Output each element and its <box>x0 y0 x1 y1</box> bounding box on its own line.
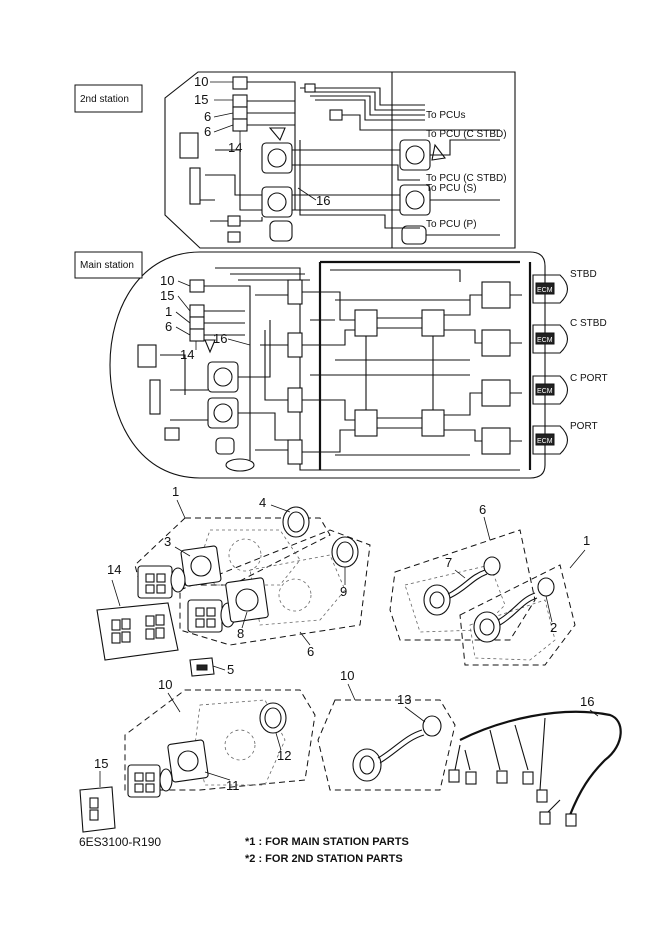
main-station-outline <box>109 251 546 479</box>
callout-group-6-main: 6 <box>307 644 314 659</box>
callout-part-13: 13 <box>397 692 411 707</box>
part-2-control-head <box>473 577 555 643</box>
callout-part-2: 2 <box>550 620 557 635</box>
part-5-button <box>189 657 215 677</box>
group-box-main-6 <box>179 529 371 646</box>
part-4-ring <box>282 506 310 538</box>
main-station-title-box <box>74 251 143 279</box>
callout-part-12: 12 <box>277 748 291 763</box>
ecm-c-port <box>532 375 569 405</box>
callout-main-6: 6 <box>165 319 172 334</box>
callout-part-8: 8 <box>237 626 244 641</box>
group-box-right-1 <box>459 564 576 666</box>
main-station-wiring: Main station <box>74 251 608 479</box>
part-14-panel <box>96 602 179 661</box>
callout-group-6-right: 6 <box>479 502 486 517</box>
callout-part-14: 14 <box>107 562 121 577</box>
ecm-label-c-port: ECM <box>537 388 553 395</box>
callout-part-3: 3 <box>164 534 171 549</box>
callout-group-10-left: 10 <box>158 677 172 692</box>
second-station-title: 2nd station <box>80 94 129 105</box>
callout-2nd-6b: 6 <box>204 124 211 139</box>
callout-main-1: 1 <box>165 304 172 319</box>
second-station-title-box <box>74 84 143 113</box>
callout-main-15: 15 <box>160 288 174 303</box>
ecm-label-c-stbd: ECM <box>537 337 553 344</box>
main-station-title: Main station <box>80 260 134 271</box>
ecm-c-stbd <box>532 324 569 354</box>
part-13-control-head <box>352 715 442 782</box>
callout-main-10: 10 <box>160 273 174 288</box>
drawing-code: 6ES3100-R190 <box>79 835 161 849</box>
callout-part-9: 9 <box>340 584 347 599</box>
callout-main-16: 16 <box>213 331 227 346</box>
part-8-bezel <box>225 577 269 623</box>
group-box-10-middle <box>317 699 456 791</box>
exploded-parts: 1 6 1 6 10 10 2 3 4 5 7 8 9 11 12 13 14 … <box>79 484 622 833</box>
part-switch-unit-a <box>137 565 186 599</box>
dest-pcu-c-stbd-1: To PCU (C STBD) <box>426 129 507 140</box>
callout-2nd-14: 14 <box>228 140 242 155</box>
part-11-bezel <box>167 739 209 783</box>
dest-pcus: To PCUs <box>426 110 465 121</box>
callout-group-1-right: 1 <box>583 533 590 548</box>
part-12-ring <box>259 702 287 734</box>
engine-c-stbd: C STBD <box>570 318 607 329</box>
second-station-outline <box>164 71 516 249</box>
ecm-stbd <box>532 274 569 304</box>
callout-group-10-middle: 10 <box>340 668 354 683</box>
callout-2nd-10: 10 <box>194 74 208 89</box>
callout-main-14: 14 <box>180 347 194 362</box>
group-box-right-6 <box>389 529 536 641</box>
dest-pcu-c-stbd-2: To PCU (C STBD) <box>426 173 507 184</box>
callout-part-11: 11 <box>226 778 240 793</box>
part-7-control-head <box>423 556 501 616</box>
note-main-station: *1 : FOR MAIN STATION PARTS <box>245 836 409 848</box>
part-16-harness <box>448 710 622 827</box>
second-station-wiring: 2nd station 10 15 <box>74 71 516 249</box>
dest-pcu-s: To PCU (S) <box>426 183 477 194</box>
part-9-ring <box>331 536 359 568</box>
callout-part-7: 7 <box>445 555 452 570</box>
part-switch-unit-c <box>127 764 173 798</box>
engine-stbd: STBD <box>570 269 597 280</box>
callout-part-4: 4 <box>259 495 266 510</box>
engine-c-port: C PORT <box>570 373 608 384</box>
group-box-10-left <box>124 689 316 791</box>
callout-part-15: 15 <box>94 756 108 771</box>
callout-2nd-6a: 6 <box>204 109 211 124</box>
part-switch-unit-b <box>187 599 236 633</box>
callout-group-1-main: 1 <box>172 484 179 499</box>
engine-port: PORT <box>570 421 598 432</box>
callout-part-5: 5 <box>227 662 234 677</box>
ecm-port <box>532 425 569 455</box>
ecm-label-stbd: ECM <box>537 287 553 294</box>
note-second-station: *2 : FOR 2ND STATION PARTS <box>245 853 403 865</box>
part-15-panel <box>79 786 116 833</box>
dest-pcu-p: To PCU (P) <box>426 219 477 230</box>
ecm-label-port: ECM <box>537 438 553 445</box>
callout-part-16: 16 <box>580 694 594 709</box>
callout-2nd-15: 15 <box>194 92 208 107</box>
callout-2nd-16: 16 <box>316 193 330 208</box>
part-3-bezel <box>180 545 222 587</box>
